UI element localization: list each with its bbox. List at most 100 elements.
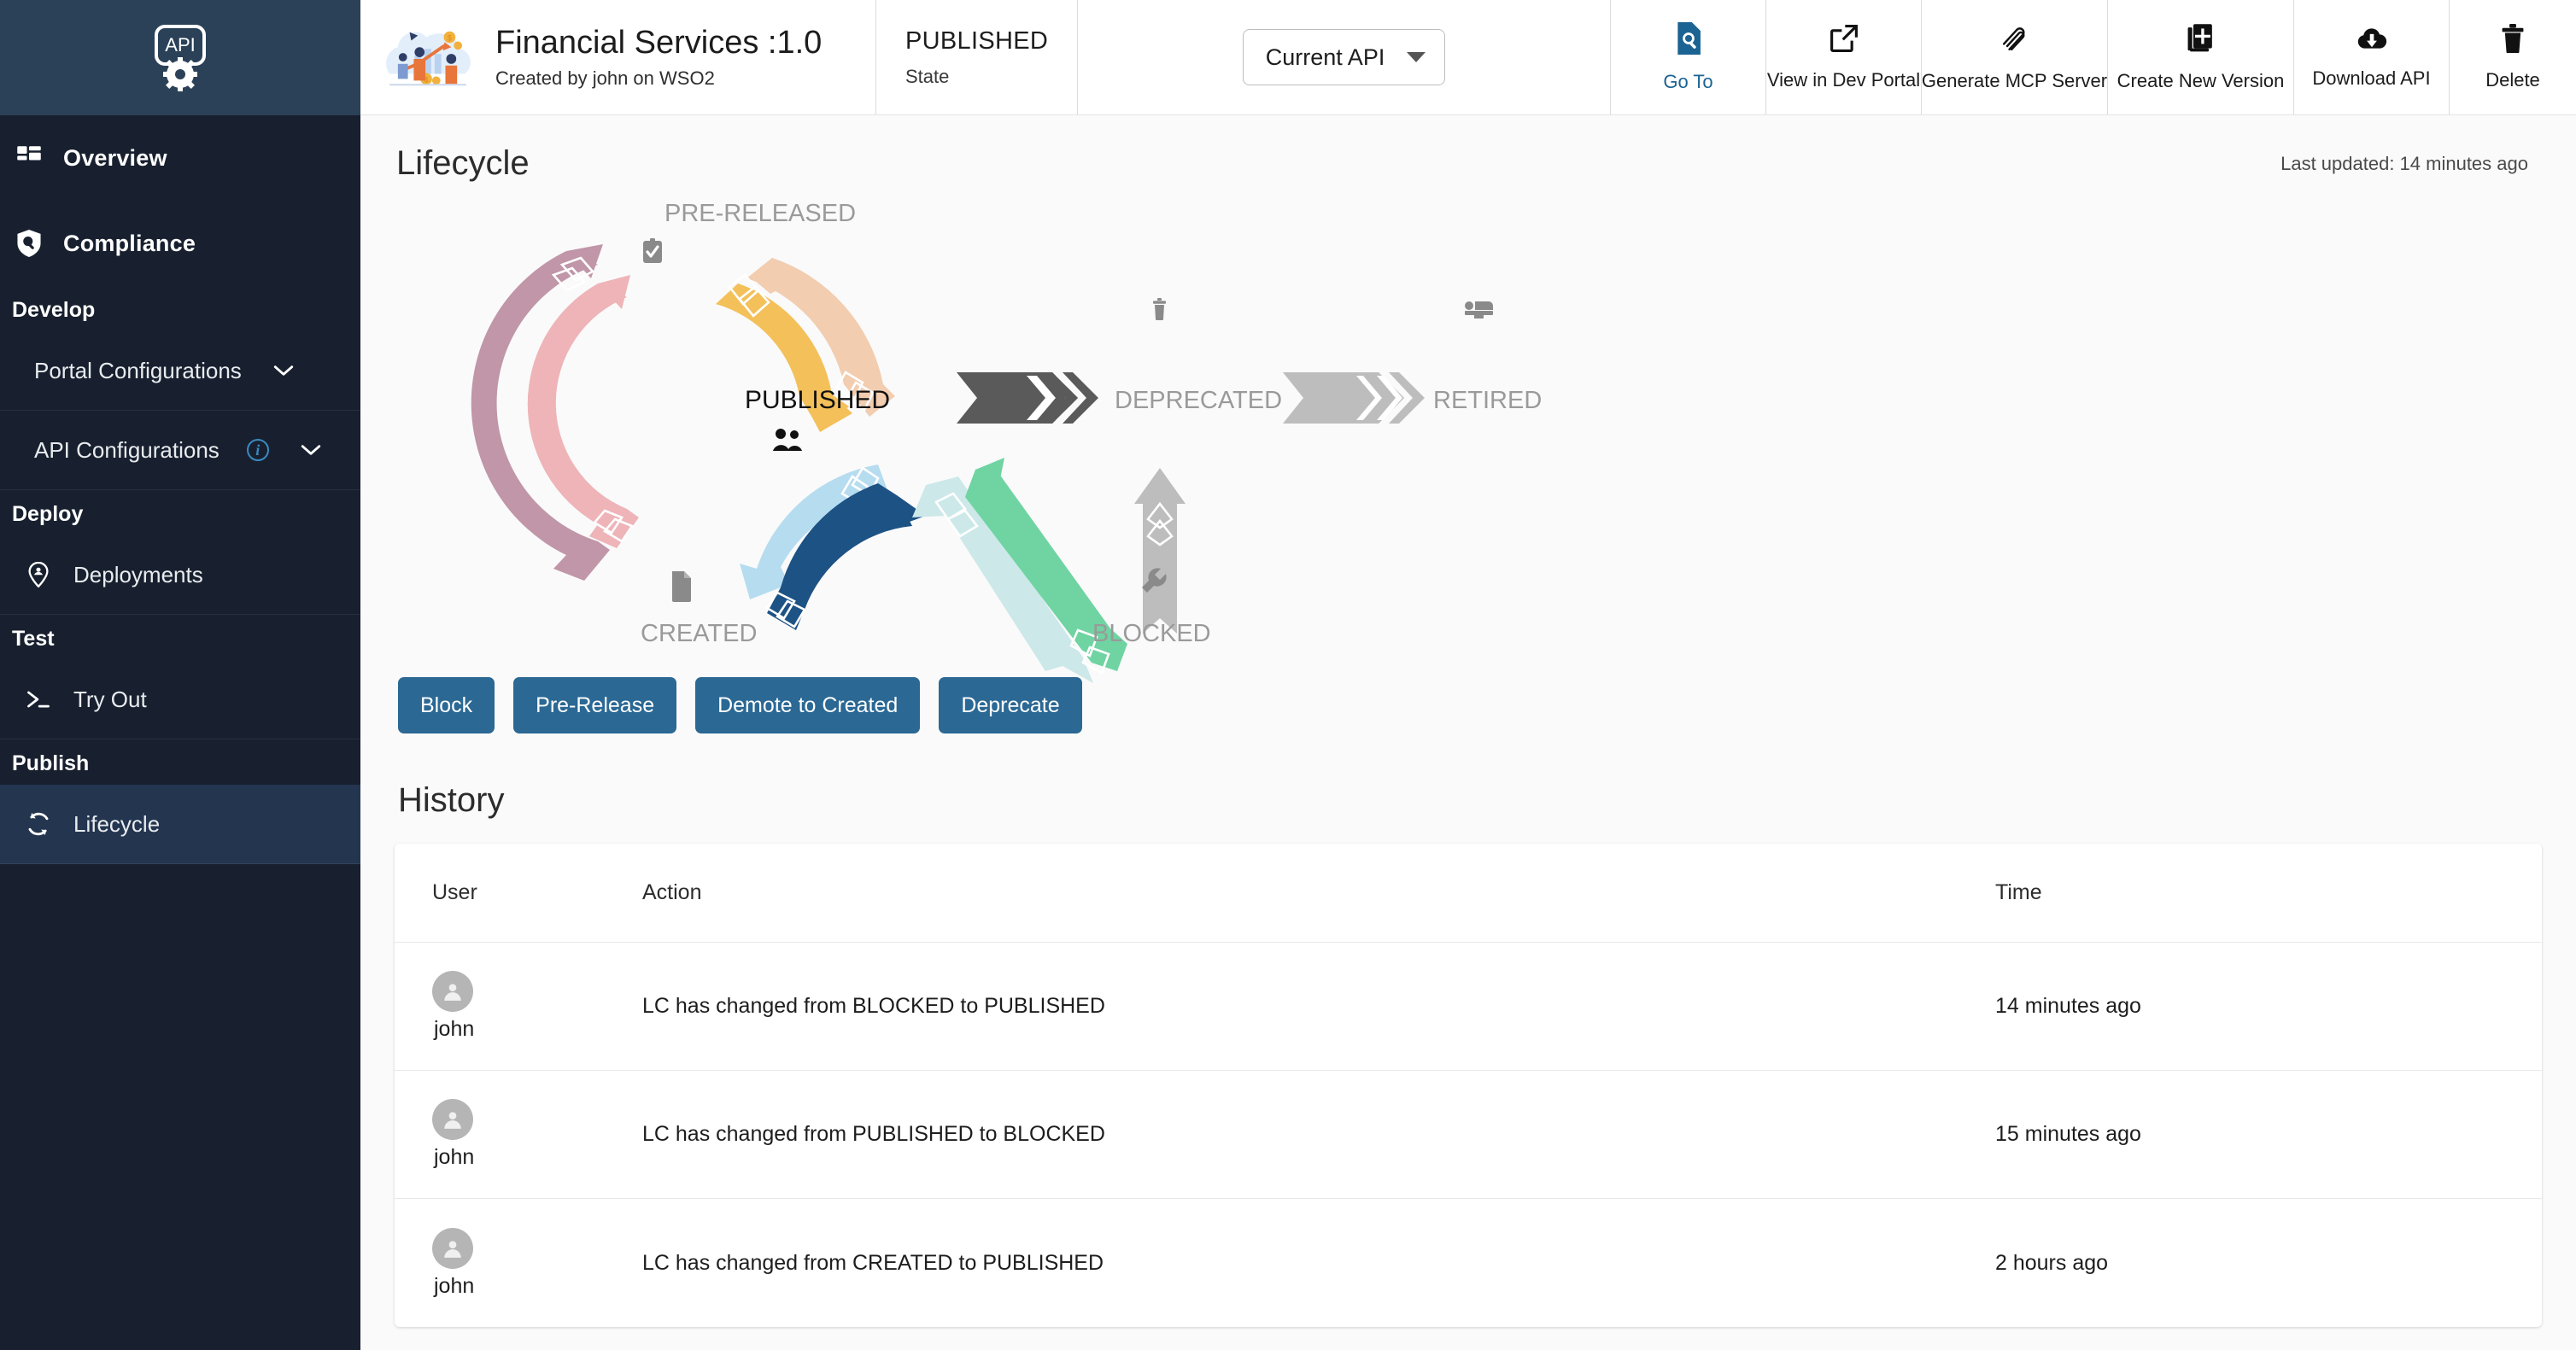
sidebar-logo: API xyxy=(0,0,360,115)
sidebar-item-lifecycle-label: Lifecycle xyxy=(73,810,161,837)
arrow-blocked-to-deprecated xyxy=(1134,468,1186,634)
arc-prereleased-to-published xyxy=(746,258,895,417)
sidebar-item-overview[interactable]: Overview xyxy=(0,115,360,201)
block-button[interactable]: Block xyxy=(398,677,495,733)
demote-to-created-button[interactable]: Demote to Created xyxy=(695,677,921,733)
history-action-text: LC has changed from CREATED to PUBLISHED xyxy=(642,1250,1104,1275)
column-header-user: User xyxy=(432,880,477,904)
caret-down-icon xyxy=(1407,52,1426,62)
goto-button[interactable]: Go To xyxy=(1611,0,1766,114)
arrow-deprecated-to-retired xyxy=(1283,372,1425,424)
retired-bed-icon xyxy=(1465,301,1493,319)
lifecycle-state-pre-released-label: PRE-RELEASED xyxy=(664,200,856,227)
sidebar-item-portal-configurations-label: Portal Configurations xyxy=(34,357,242,383)
sidebar-item-compliance[interactable]: Compliance xyxy=(0,201,360,286)
state-label: State xyxy=(905,65,950,87)
copy-plus-icon xyxy=(2187,23,2216,58)
lifecycle-state-published-label: PUBLISHED xyxy=(745,386,890,414)
user-avatar-icon xyxy=(432,1099,473,1140)
history-user-cell: john xyxy=(395,971,642,1042)
sidebar-item-compliance-label: Compliance xyxy=(63,230,196,256)
sidebar-item-try-out[interactable]: Try Out xyxy=(0,660,360,739)
sidebar-group-deploy: Deploy xyxy=(12,502,84,526)
sidebar-group-publish: Publish xyxy=(12,751,90,775)
arrow-published-to-deprecated xyxy=(957,372,1098,424)
table-row[interactable]: john LC has changed from PUBLISHED to BL… xyxy=(395,1071,2542,1199)
create-new-version-label: Create New Version xyxy=(2116,69,2285,91)
lifecycle-state-deprecated[interactable]: DEPRECATED xyxy=(1115,298,1282,414)
dashboard-grid-icon xyxy=(12,145,46,171)
financial-illustration-icon: $ $ xyxy=(386,31,471,86)
main-area: $ $ Financial Services :1.0 Created by j… xyxy=(360,0,2576,1350)
sidebar-item-overview-label: Overview xyxy=(63,144,167,171)
sidebar-group-develop: Develop xyxy=(12,298,96,322)
api-identity: $ $ Financial Services :1.0 Created by j… xyxy=(360,0,876,114)
view-in-dev-portal-button[interactable]: View in Dev Portal xyxy=(1766,0,1922,114)
generate-mcp-server-button[interactable]: Generate MCP Server xyxy=(1922,0,2108,114)
map-pin-user-icon xyxy=(22,562,55,587)
trash-icon xyxy=(2500,23,2526,57)
api-selector-dropdown[interactable]: Current API xyxy=(1242,29,1446,85)
history-user-name: john xyxy=(434,1145,475,1169)
info-circle-icon[interactable]: i xyxy=(246,439,269,461)
column-header-time: Time xyxy=(1995,880,2042,904)
pre-release-button[interactable]: Pre-Release xyxy=(513,677,677,733)
sidebar-group-test: Test xyxy=(12,627,55,651)
mcp-paperclip-icon xyxy=(1999,23,2030,58)
sidebar-item-lifecycle[interactable]: Lifecycle xyxy=(0,785,360,864)
wrench-icon xyxy=(1142,568,1167,593)
shield-check-icon xyxy=(12,230,46,257)
content-area: Lifecycle Last updated: 14 minutes ago xyxy=(360,115,2576,1350)
create-new-version-button[interactable]: Create New Version xyxy=(2108,0,2294,114)
delete-label: Delete xyxy=(2485,68,2540,91)
download-api-button[interactable]: Download API xyxy=(2294,0,2450,114)
delete-button[interactable]: Delete xyxy=(2450,0,2576,114)
sidebar-item-try-out-label: Try Out xyxy=(73,686,147,712)
document-icon xyxy=(672,571,691,602)
user-avatar-icon xyxy=(432,971,473,1012)
table-row[interactable]: john LC has changed from CREATED to PUBL… xyxy=(395,1199,2542,1327)
lifecycle-state-created-label: CREATED xyxy=(641,620,757,647)
chevron-down-icon[interactable] xyxy=(272,363,295,378)
go-to-doc-search-icon xyxy=(1674,21,1703,59)
sidebar-item-api-configurations[interactable]: API Configurations i xyxy=(0,411,360,490)
sidebar: API xyxy=(0,0,360,1350)
people-icon xyxy=(773,429,802,451)
page-title: Lifecycle xyxy=(396,144,530,182)
history-title: History xyxy=(398,781,505,819)
lifecycle-state-retired-label: RETIRED xyxy=(1433,387,1542,414)
download-api-label: Download API xyxy=(2312,67,2431,89)
history-table-header: User Action Time xyxy=(395,844,2542,943)
arrow-published-to-blocked xyxy=(965,458,1127,675)
lifecycle-state-retired[interactable]: RETIRED xyxy=(1433,301,1542,414)
sidebar-item-portal-configurations[interactable]: Portal Configurations xyxy=(0,331,360,411)
user-avatar-icon xyxy=(432,1227,473,1269)
table-row[interactable]: john LC has changed from BLOCKED to PUBL… xyxy=(395,943,2542,1071)
lifecycle-diagram-wrap: PRE-RELEASED CREATED xyxy=(395,183,2542,691)
chevron-down-icon[interactable] xyxy=(300,442,322,458)
svg-text:API: API xyxy=(165,34,195,56)
column-header-action: Action xyxy=(642,880,702,904)
history-user-name: john xyxy=(434,1273,475,1298)
lifecycle-state-blocked[interactable]: BLOCKED xyxy=(1092,568,1211,647)
arrow-blocked-to-published xyxy=(912,476,1093,683)
page-header: Lifecycle Last updated: 14 minutes ago xyxy=(395,115,2542,183)
lifecycle-action-buttons: Block Pre-Release Demote to Created Depr… xyxy=(395,677,2542,733)
lifecycle-state-created[interactable]: CREATED xyxy=(641,571,757,647)
api-gear-logo-icon: API xyxy=(155,24,206,91)
svg-text:$: $ xyxy=(448,33,452,42)
sidebar-item-api-configurations-label: API Configurations xyxy=(34,436,220,463)
history-time-text: 14 minutes ago xyxy=(1995,994,2141,1018)
api-state-block: PUBLISHED State xyxy=(876,0,1079,114)
lifecycle-state-published[interactable]: PUBLISHED xyxy=(745,386,890,451)
lifecycle-state-deprecated-label: DEPRECATED xyxy=(1115,387,1282,414)
arc-created-to-prereleased xyxy=(471,244,610,581)
clipboard-check-icon xyxy=(643,238,662,263)
trash-icon xyxy=(1153,298,1166,320)
lifecycle-state-pre-released[interactable]: PRE-RELEASED xyxy=(643,200,856,263)
deprecate-button[interactable]: Deprecate xyxy=(939,677,1082,733)
history-user-cell: john xyxy=(395,1099,642,1170)
cloud-download-icon xyxy=(2356,26,2387,56)
history-time-text: 15 minutes ago xyxy=(1995,1122,2141,1146)
sidebar-item-deployments[interactable]: Deployments xyxy=(0,535,360,615)
